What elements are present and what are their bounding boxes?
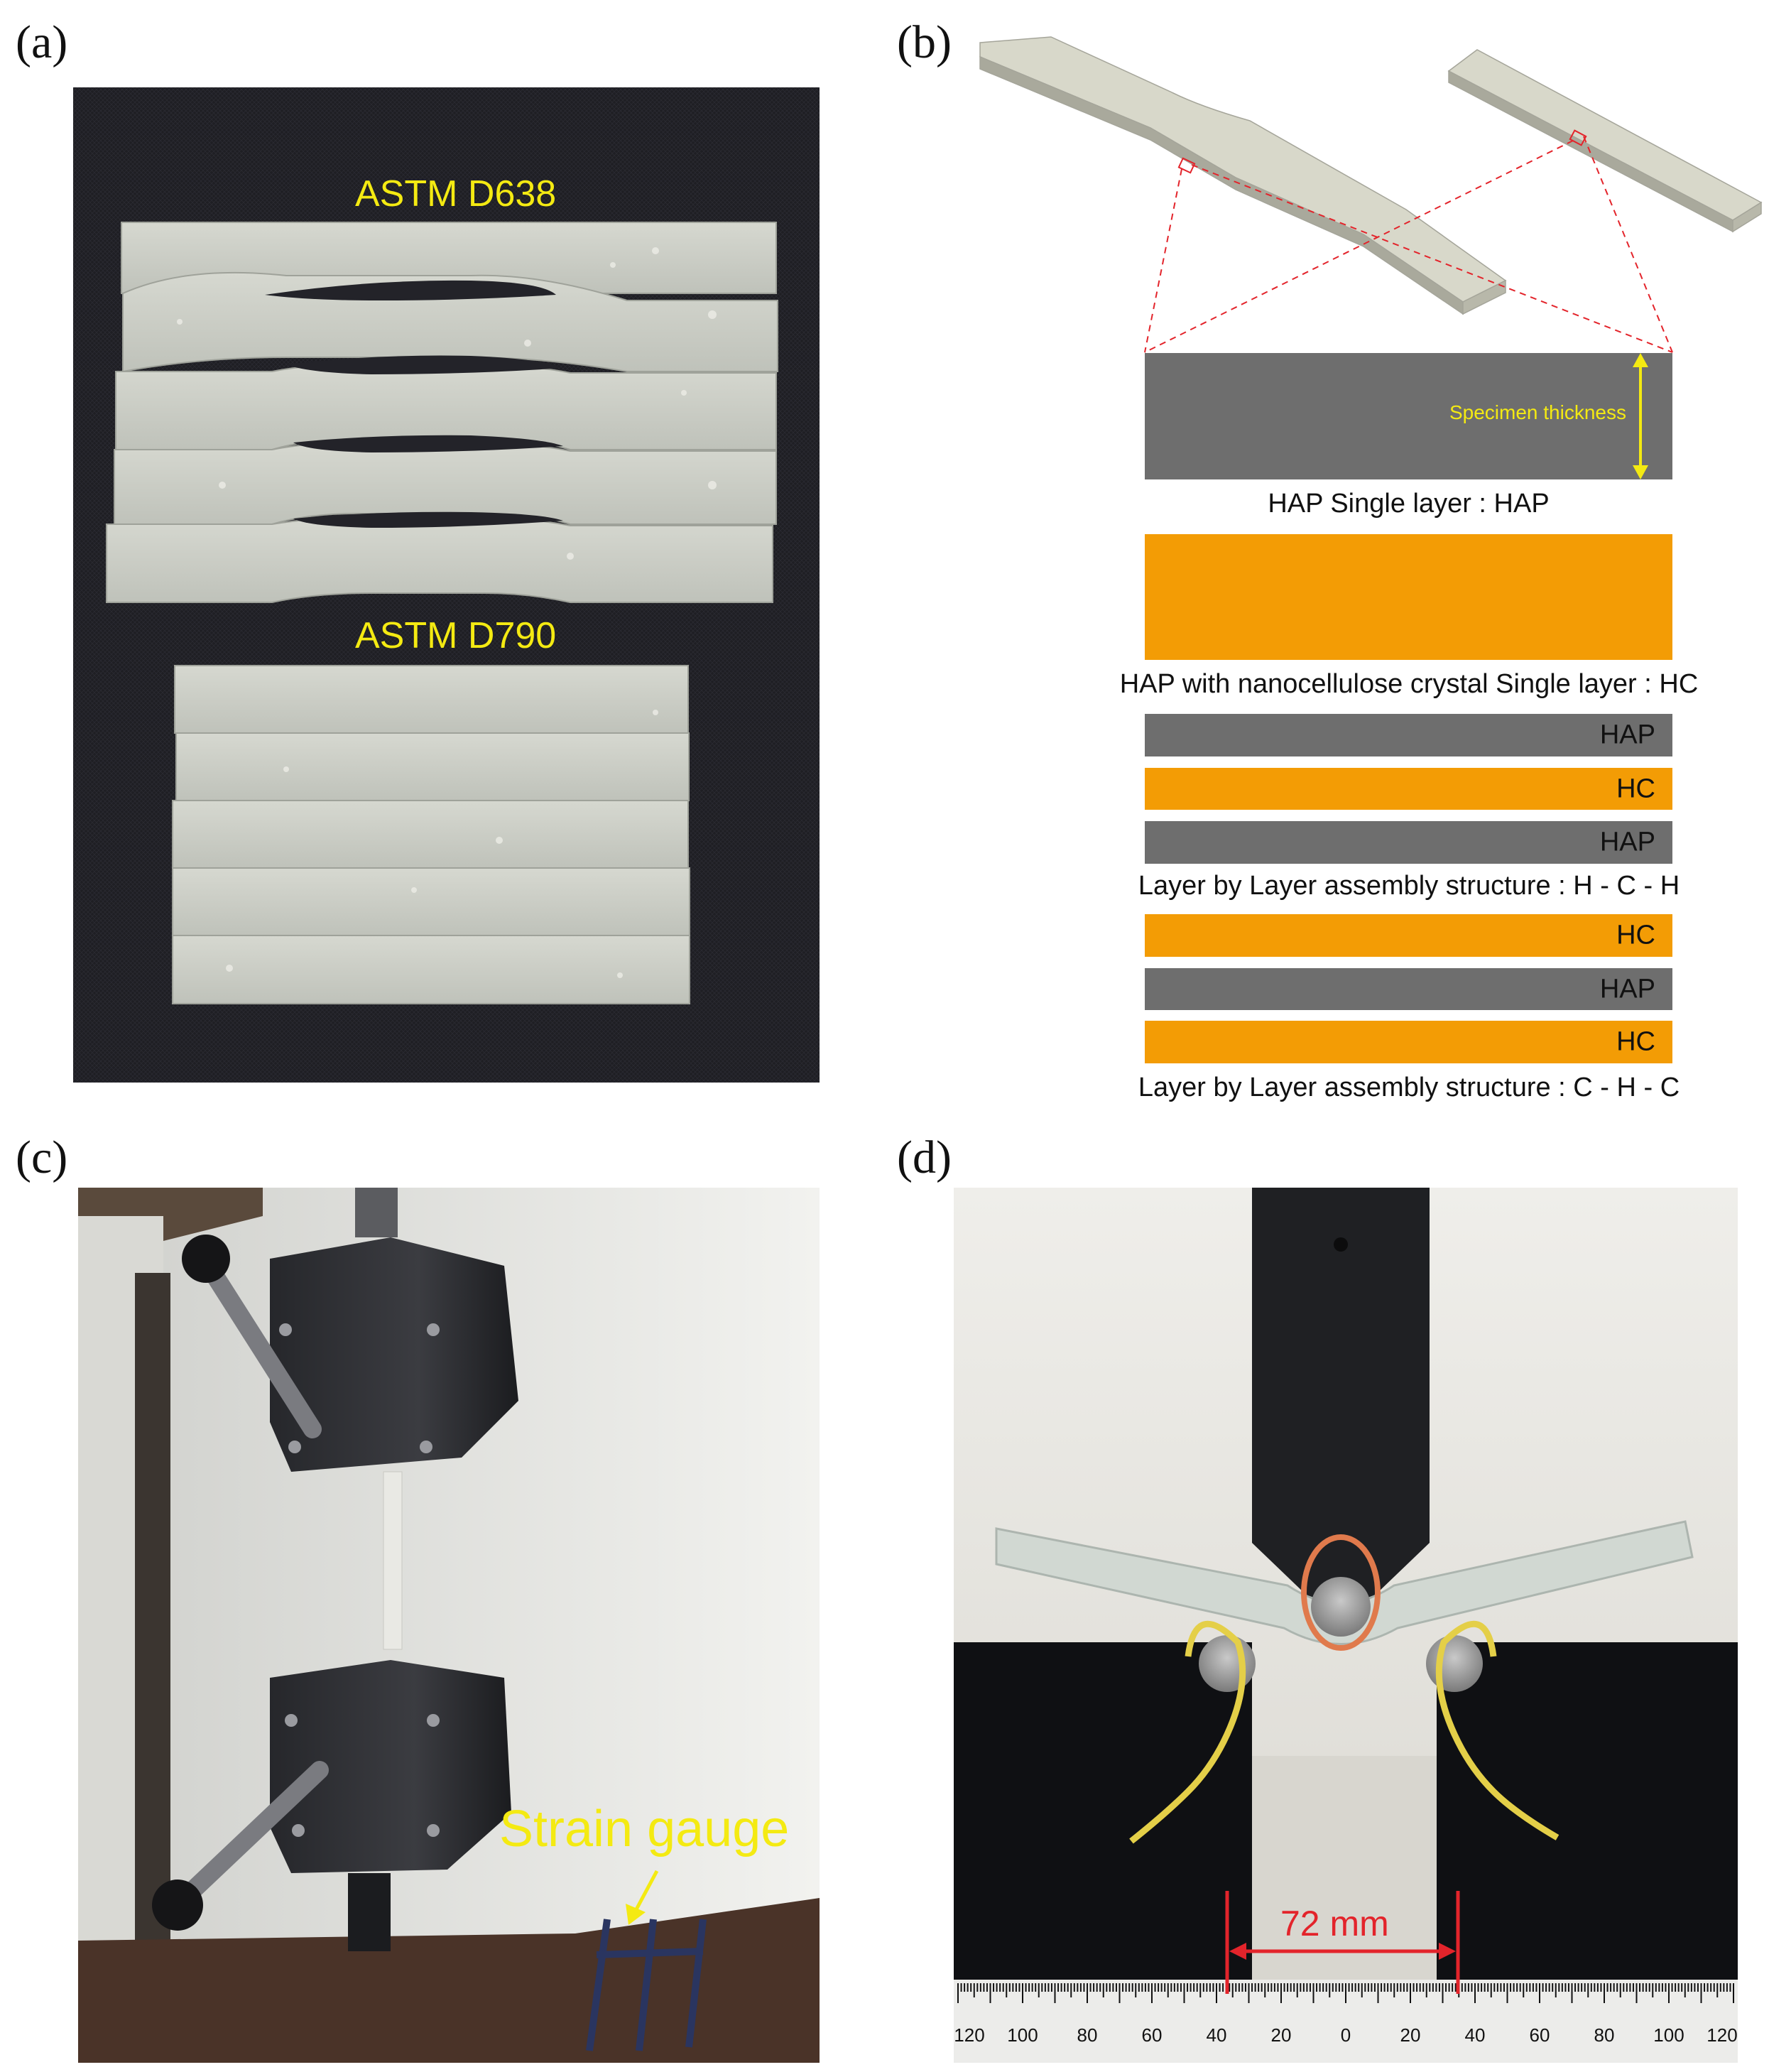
layer-label: HC (1616, 774, 1655, 803)
specimen-thickness-label: Specimen thickness (1449, 401, 1626, 423)
panel-b-label: (b) (897, 16, 952, 68)
ruler-label: 40 (1464, 2024, 1486, 2046)
ruler-label: 120 (1707, 2024, 1738, 2046)
flexural-test-art (954, 1188, 1738, 2063)
panel-c-label: (c) (16, 1132, 68, 1183)
thickness-arrow-icon (1633, 353, 1648, 479)
layer-label: HC (1616, 920, 1655, 950)
hc-single-layer-block (1145, 534, 1672, 660)
caption-hch: Layer by Layer assembly structure : H - … (1138, 871, 1680, 901)
specimen-3d-render (979, 36, 1763, 353)
hch-layer-1: HAP (1145, 714, 1672, 756)
chc-layer-3: HC (1145, 1021, 1672, 1063)
specimen-photo-art (73, 87, 820, 1083)
ruler-label: 20 (1270, 2024, 1292, 2046)
tensile-test-art (78, 1188, 820, 2063)
span-label: 72 mm (1280, 1904, 1389, 1943)
hch-layer-3: HAP (1145, 821, 1672, 864)
ruler-label: 80 (1077, 2024, 1098, 2046)
ruler-label: 100 (1007, 2024, 1038, 2046)
flexural-test-photo: 72 mm 120 100 80 60 40 20 0 20 40 60 80 100 120 (954, 1188, 1738, 2063)
panel-d-label: (d) (897, 1132, 952, 1183)
ruler-label: 40 (1206, 2024, 1227, 2046)
hch-layer-2: HC (1145, 768, 1672, 810)
panel-a-label: (a) (16, 16, 68, 68)
layer-label: HAP (1599, 720, 1655, 750)
ruler-label: 80 (1594, 2024, 1615, 2046)
caption-hap-single: HAP Single layer : HAP (1268, 489, 1550, 519)
layer-label: HAP (1599, 827, 1655, 857)
ruler-label: 20 (1400, 2024, 1421, 2046)
chc-layer-2: HAP (1145, 968, 1672, 1010)
strain-gauge-arrow-icon (626, 1870, 659, 1925)
ruler-label: 0 (1340, 2024, 1351, 2046)
tensile-test-photo: Strain gauge (78, 1188, 820, 2063)
caption-hc-single: HAP with nanocellulose crystal Single la… (1119, 669, 1699, 699)
astm-d638-label: ASTM D638 (355, 173, 557, 215)
ruler-label: 60 (1141, 2024, 1163, 2046)
layer-label: HAP (1599, 974, 1655, 1004)
specimen-photo: ASTM D638 ASTM D790 (73, 87, 820, 1083)
strain-gauge-label: Strain gauge (499, 1801, 790, 1857)
hap-single-layer-block: Specimen thickness (1145, 353, 1672, 479)
caption-chc: Layer by Layer assembly structure : C - … (1138, 1073, 1680, 1102)
ruler-labels: 120 100 80 60 40 20 0 20 40 60 80 100 120 (954, 2024, 1738, 2053)
chc-layer-1: HC (1145, 914, 1672, 957)
ruler-label: 120 (954, 2024, 985, 2046)
layer-label: HC (1616, 1026, 1655, 1057)
astm-d790-label: ASTM D790 (355, 615, 557, 656)
ruler-label: 100 (1653, 2024, 1684, 2046)
ruler-label: 60 (1529, 2024, 1550, 2046)
